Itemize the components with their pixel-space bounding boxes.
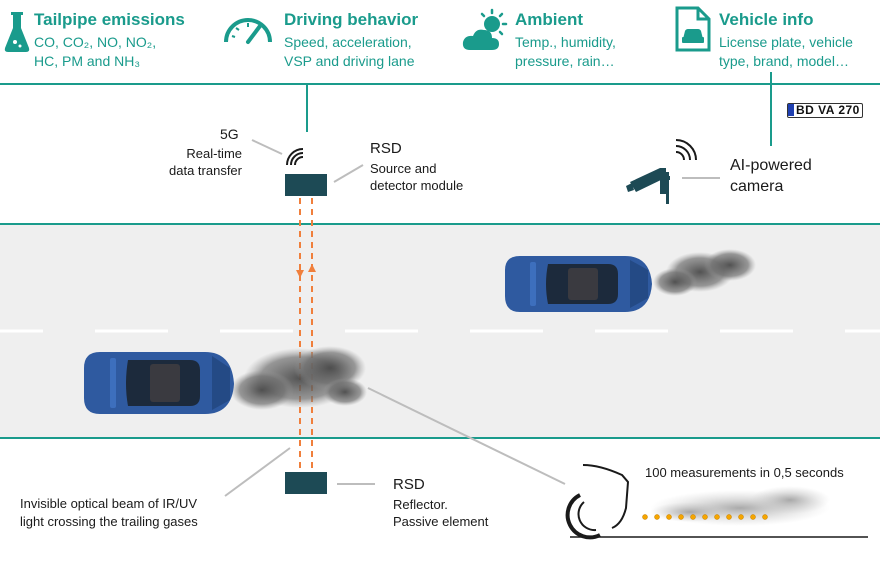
car-bottom-lane (84, 352, 234, 414)
rsd-bottom-text-line1: Reflector. (393, 497, 448, 512)
rsd-top-text-line2: detector module (370, 178, 464, 193)
beam-arrow-down (296, 270, 304, 278)
car-top-lane (505, 256, 652, 312)
tailpipe-title: Tailpipe emissions (34, 10, 185, 29)
fiveg-title: 5G (220, 126, 239, 142)
rsd-bottom-title: RSD (393, 476, 425, 493)
rsd-bottom-text-line2: Passive element (393, 514, 489, 529)
rsd-top-title: RSD (370, 140, 402, 157)
speedometer-icon (224, 18, 272, 44)
ambient-text-line1: Temp., humidity, (515, 34, 616, 50)
document-car-icon (675, 6, 711, 52)
driving-title: Driving behavior (284, 10, 419, 29)
exhaust-smoke-top (653, 249, 756, 296)
camera-signal-icon (675, 139, 697, 161)
rsd-reflector-module (285, 472, 327, 494)
ambient-title: Ambient (515, 10, 583, 29)
vehicle-text-line2: type, brand, model… (719, 53, 849, 69)
camera-icon (626, 168, 670, 204)
rsd-source-module (285, 174, 327, 196)
plate-text: BD VA 270 (796, 103, 860, 117)
driving-text-line2: VSP and driving lane (284, 53, 415, 69)
rsd-top-text-line1: Source and (370, 161, 437, 176)
fiveg-text-line2: data transfer (169, 163, 242, 178)
plate-eu-band (788, 104, 794, 116)
ambient-text-line2: pressure, rain… (515, 53, 615, 69)
leader-lines (224, 139, 720, 497)
tailpipe-text-line2: HC, PM and NH₃ (34, 53, 141, 69)
driving-text-line1: Speed, acceleration, (284, 34, 412, 50)
tailpipe-text-line1: CO, CO₂, NO, NO₂, (34, 34, 157, 50)
flask-icon (4, 12, 30, 52)
beam-arrow-up (308, 264, 316, 272)
vehicle-text-line1: License plate, vehicle (719, 34, 853, 50)
weather-icon (462, 8, 508, 50)
wireless-signal-icon (286, 148, 304, 166)
measurements-text: 100 measurements in 0,5 seconds (645, 465, 844, 480)
fiveg-text-line1: Real-time (186, 146, 242, 161)
vehicle-title: Vehicle info (719, 10, 814, 29)
measurement-dots (642, 514, 768, 520)
camera-text-line1: AI-powered (730, 157, 812, 174)
license-plate: BD VA 270 (787, 103, 863, 118)
camera-text-line2: camera (730, 178, 784, 195)
exhaust-smoke-bottom (230, 346, 367, 410)
optical-beam (299, 198, 313, 472)
beam-text-line1: Invisible optical beam of IR/UV (20, 496, 198, 511)
beam-text-line2: light crossing the trailing gases (20, 514, 198, 529)
